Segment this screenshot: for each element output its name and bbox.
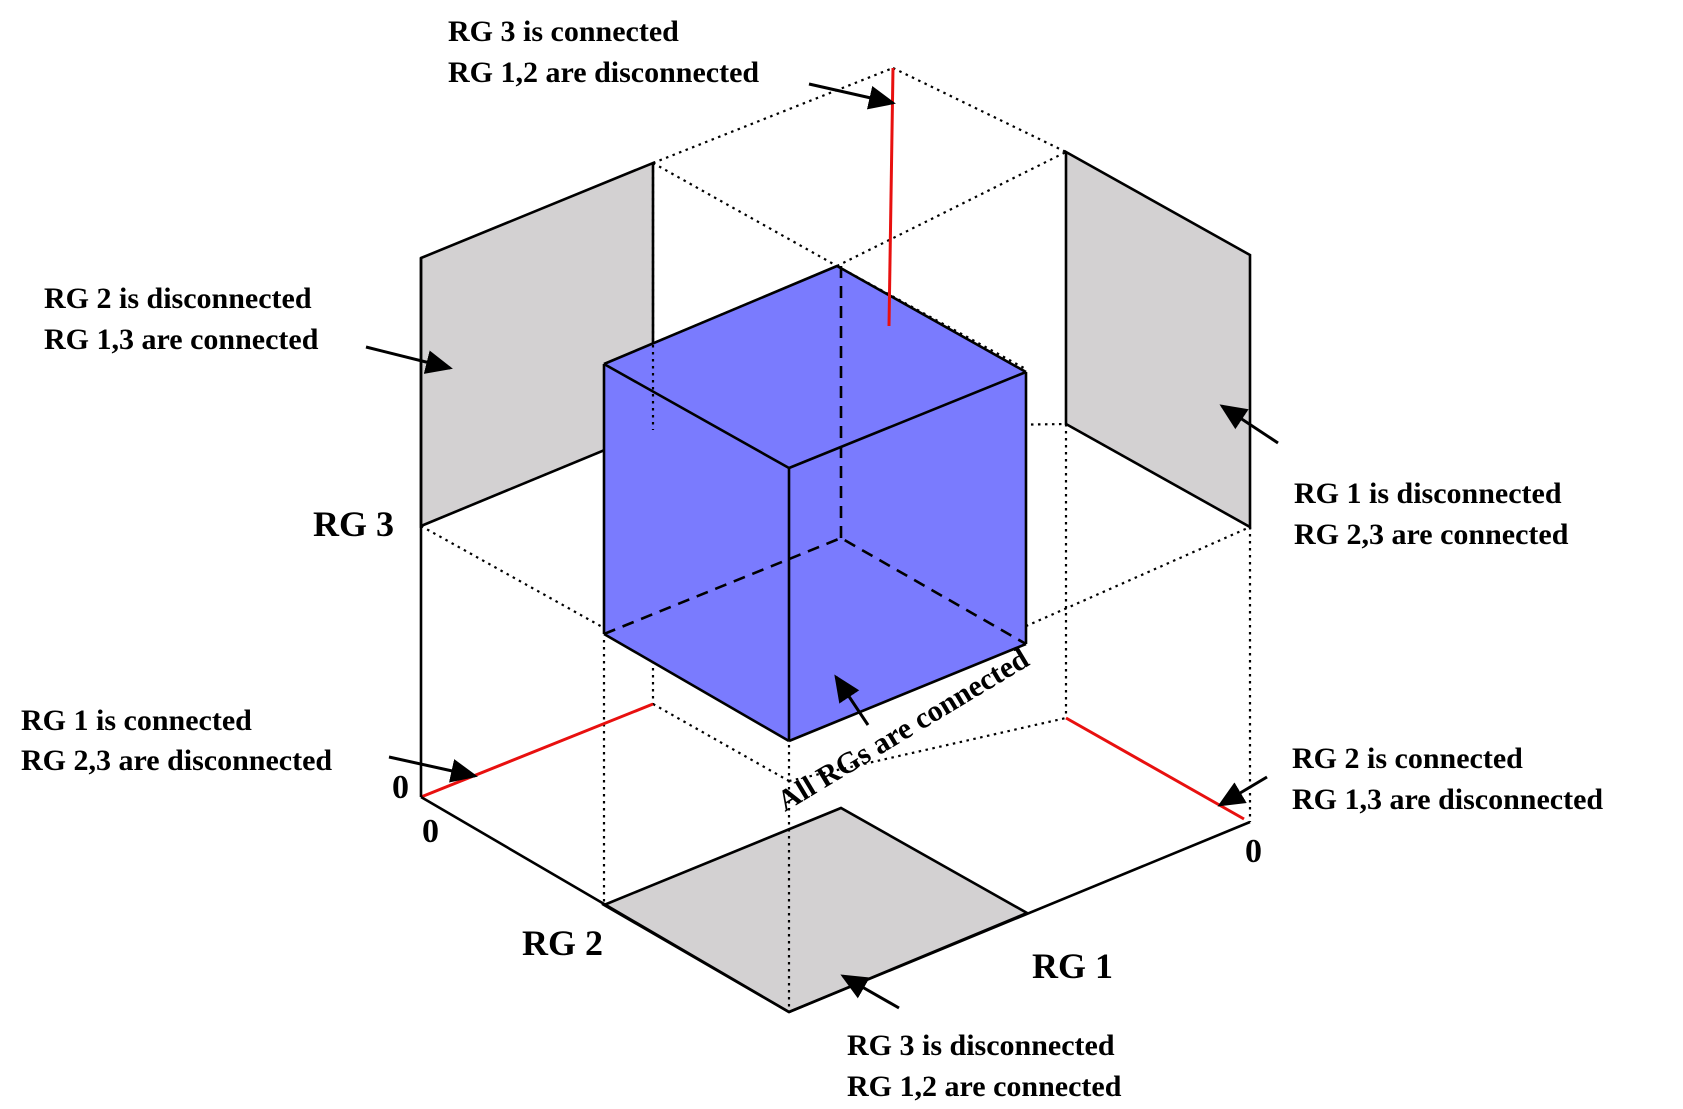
pointer-arrows bbox=[365, 82, 1279, 1010]
annotation-top-line2: RG 1,2 are disconnected bbox=[448, 56, 759, 89]
face-rg3-disconnected bbox=[601, 806, 1030, 1014]
annotation-bottom-line1: RG 3 is disconnected bbox=[847, 1029, 1115, 1062]
edge-rg2-connected bbox=[1065, 716, 1245, 821]
zero-tick-rg1: 0 bbox=[1245, 833, 1262, 870]
annotation-lower-left-line1: RG 1 is connected bbox=[21, 704, 252, 737]
annotation-upper-left-line1: RG 2 is disconnected bbox=[44, 282, 312, 315]
axis-label-rg1: RG 1 bbox=[1032, 946, 1113, 986]
annotation-lower-right-line1: RG 2 is connected bbox=[1292, 742, 1523, 775]
annotation-lower-left-line2: RG 2,3 are disconnected bbox=[21, 744, 332, 777]
zero-tick-rg3: 0 bbox=[392, 769, 409, 806]
edge-rg1-connected bbox=[420, 702, 654, 799]
annotation-lower-right-line2: RG 1,3 are disconnected bbox=[1292, 783, 1603, 816]
annotation-upper-right-line2: RG 2,3 are connected bbox=[1294, 518, 1569, 551]
face-rg1-disconnected bbox=[1064, 149, 1252, 530]
edge-rg3-connected bbox=[887, 67, 895, 327]
annotation-upper-right-line1: RG 1 is disconnected bbox=[1294, 477, 1562, 510]
annotation-bottom-line2: RG 1,2 are connected bbox=[847, 1070, 1122, 1103]
annotation-top-line1: RG 3 is connected bbox=[448, 15, 679, 48]
axis-label-rg2: RG 2 bbox=[522, 923, 603, 963]
inner-cube bbox=[602, 163, 1028, 743]
axis-label-rg3: RG 3 bbox=[313, 504, 394, 544]
zero-tick-rg2: 0 bbox=[422, 813, 439, 850]
annotation-upper-left-line2: RG 1,3 are connected bbox=[44, 323, 319, 356]
